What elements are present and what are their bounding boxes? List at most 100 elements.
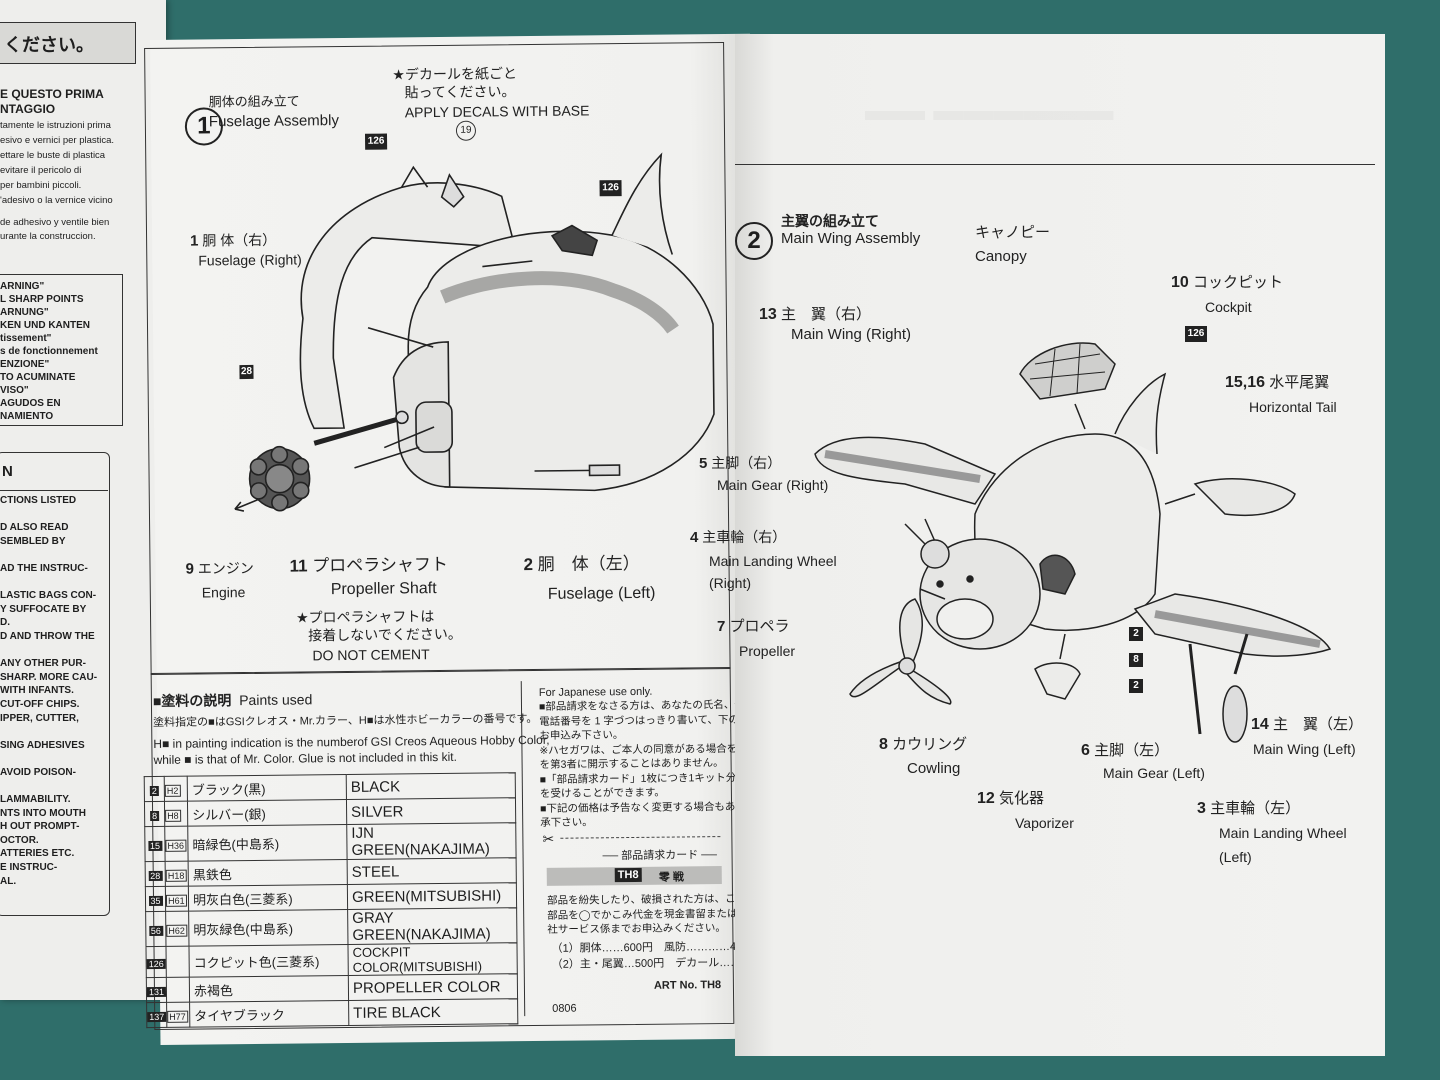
warning-box: [0, 274, 123, 426]
instruction-page-right: 2 主翼の組み立て Main Wing Assembly キャノピー Canop…: [690, 34, 1385, 1056]
kit-name: 零 戦: [658, 871, 684, 884]
part3-number: 3: [1197, 800, 1206, 817]
caution-line: D ALSO READ: [0, 522, 69, 534]
print-code: 0806: [552, 1002, 577, 1015]
part12-jp: 気化器: [998, 790, 1044, 807]
hobby-color-code: H77: [167, 1010, 188, 1023]
caution-line: WITH INFANTS.: [0, 685, 74, 697]
caution-line: CUT-OFF CHIPS.: [0, 698, 80, 710]
part13-en: Main Wing (Right): [791, 326, 912, 343]
gear-tag-1: 2: [1129, 627, 1143, 641]
paint-name-en: STEEL: [347, 857, 517, 885]
paint-name-en: IJN GREEN(NAKAJIMA): [346, 822, 517, 860]
caution-line: [0, 576, 97, 590]
part1516-jp: 水平尾翼: [1269, 374, 1330, 391]
part2-jp: 胴 体（左）: [537, 553, 640, 574]
paint-name-en: GRAY GREEN(NAKAJIMA): [347, 907, 518, 945]
kit-code: TH8: [614, 867, 642, 883]
step2-frame-top: [735, 164, 1365, 165]
hobby-color-code: H8: [165, 809, 181, 822]
warning-line: KEN UND KANTEN: [0, 320, 90, 331]
caution-line: H OUT PROMPT-: [0, 821, 80, 833]
italian-line: per bambini piccoli.: [0, 180, 82, 191]
caution-line: [0, 644, 97, 658]
mr-color-code: 126: [146, 958, 166, 969]
left-sheet: ください。 E QUESTO PRIMA NTAGGIO tamente le …: [0, 0, 166, 1000]
paint-name-jp: 明灰白色(三菱系): [188, 884, 348, 912]
part7-en: Propeller: [739, 643, 796, 659]
part2-number: 2: [523, 555, 534, 575]
part12-en: Vaporizer: [1015, 815, 1074, 831]
caution-line: [0, 752, 97, 766]
caution-line: [0, 508, 97, 522]
caution-line: D.: [0, 617, 10, 629]
paint-name-jp: コクピット色(三菱系): [189, 944, 349, 978]
part5-number: 5: [699, 455, 708, 472]
step2-title-jp: 主翼の組み立て: [781, 213, 879, 229]
tag-126-cockpit: 126: [1185, 326, 1207, 342]
italian-line: ettare le buste di plastica: [0, 150, 106, 161]
airplane-illustration: [814, 342, 1332, 743]
warning-line: tissement": [0, 333, 52, 344]
part14-en: Main Wing (Left): [1253, 741, 1356, 757]
part11-label: 11 プロペラシャフト: [289, 555, 448, 576]
hobby-color-code: H62: [166, 924, 187, 937]
caution-line: ATTERIES ETC.: [0, 848, 75, 860]
part9-number: 9: [185, 560, 194, 578]
paint-name-en: PROPELLER COLOR: [348, 973, 518, 1001]
warning-line: TO ACUMINATE: [0, 372, 76, 383]
part13-jp: 主 翼（右）: [780, 306, 871, 323]
canopy-en: Canopy: [975, 248, 1027, 265]
gear-tag-3: 2: [1129, 679, 1143, 693]
part7-jp: プロペラ: [729, 618, 790, 635]
caution-line: CTIONS LISTED: [0, 495, 77, 506]
paint-name-jp: タイヤブラック: [189, 1000, 349, 1028]
paint-name-jp: ブラック(黒): [187, 774, 347, 802]
warning-line: ARNING": [0, 281, 45, 292]
part1-number: 1: [190, 232, 199, 250]
decal-note-jp-1: ★デカールを紙ごと: [392, 65, 518, 83]
caution-line: AVOID POISON-: [0, 766, 76, 778]
reverse-show-through: ▬▬ ▬▬▬▬▬▬: [865, 94, 1114, 127]
caution-line: [0, 548, 97, 562]
mr-color-code: 2: [149, 785, 159, 796]
italian-line: esivo e vernici per plastica.: [0, 135, 115, 146]
caution-line: AL.: [0, 875, 17, 887]
step1-title-jp: 胴体の組み立て: [208, 93, 300, 110]
warning-line: AGUDOS EN: [0, 398, 61, 409]
part10-label: 10 コックピット: [1171, 274, 1283, 292]
spanish-line: urante la construccion.: [0, 231, 96, 242]
part7-label: 7 プロペラ: [717, 618, 790, 636]
part8-jp: カウリング: [892, 736, 968, 753]
caution-line: Y SUFFOCATE BY: [0, 603, 87, 615]
caution-line: NTS INTO MOUTH: [0, 807, 86, 819]
paint-name-jp: 明灰緑色(中島系): [188, 909, 349, 947]
caution-line: SEMBLED BY: [0, 535, 66, 547]
kit-band: TH8 零 戦: [546, 866, 722, 886]
part5-label: 5 主脚（右）: [699, 454, 781, 473]
paint-name-jp: 黒鉄色: [188, 859, 348, 887]
caution-line: SING ADHESIVES: [0, 739, 85, 751]
mr-color-code: 8: [150, 810, 160, 821]
card-title: ── 部品請求カード ──: [602, 849, 717, 863]
part4-en-1: Main Landing Wheel: [709, 553, 837, 569]
mr-color-code: 28: [148, 870, 163, 881]
part3-jp: 主車輪（左）: [1210, 800, 1301, 817]
part3-en-2: (Left): [1219, 849, 1252, 865]
part5-en: Main Gear (Right): [717, 477, 829, 493]
step2-title-en: Main Wing Assembly: [781, 230, 921, 247]
part4-label: 4 主車輪（右）: [690, 528, 786, 547]
caution-line: SHARP. MORE CAU-: [0, 671, 98, 683]
